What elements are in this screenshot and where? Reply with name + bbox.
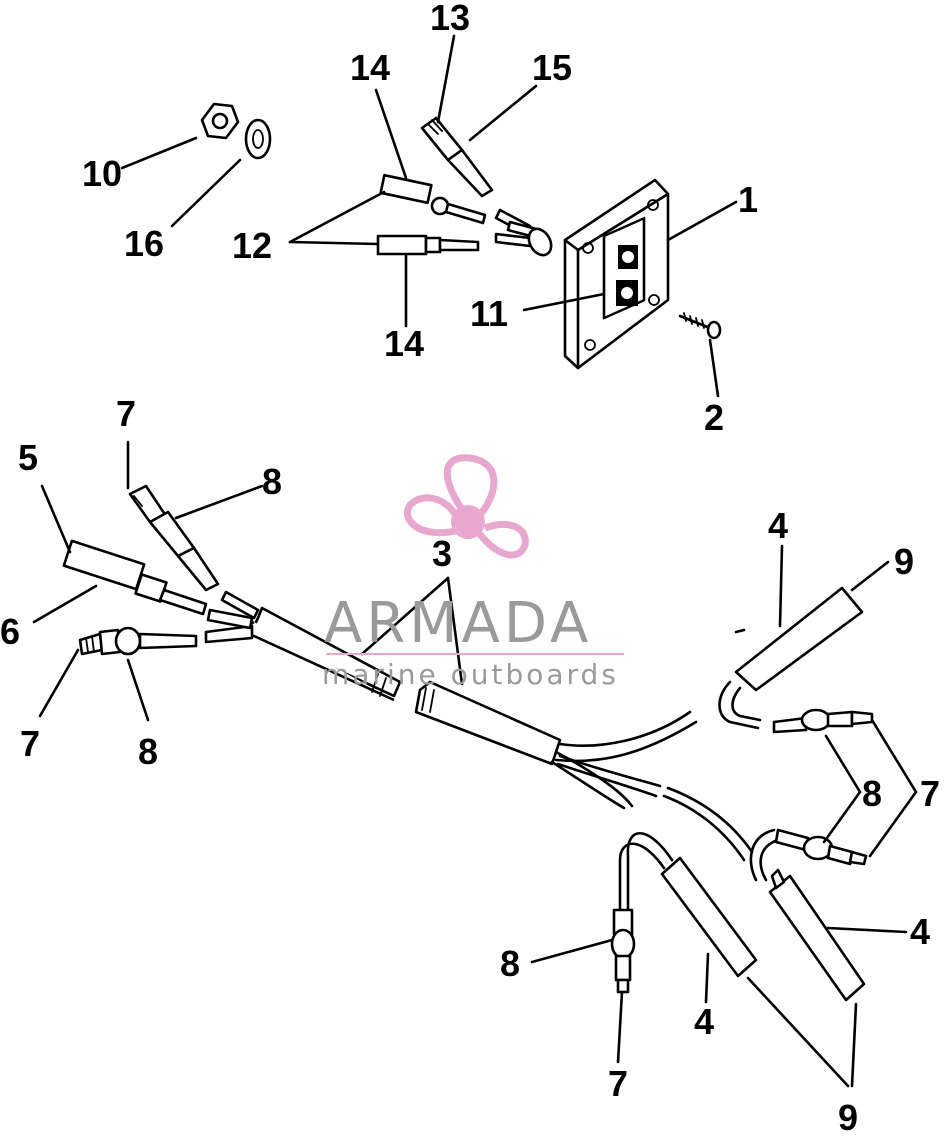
left-wire-stubs xyxy=(204,590,260,644)
plug-connector-13 xyxy=(420,116,494,198)
callout-4-bottom: 4 xyxy=(694,1001,714,1042)
connector-upper-14 xyxy=(379,173,487,225)
callout-14-bottom: 14 xyxy=(384,323,424,364)
callout-1: 1 xyxy=(738,179,758,220)
callout-8-bottom: 8 xyxy=(500,943,520,984)
callout-7-bottom: 7 xyxy=(608,1063,628,1104)
propeller-logo-icon xyxy=(404,454,529,559)
callout-4-top: 4 xyxy=(768,505,788,546)
washer xyxy=(244,118,272,160)
wire-stubs xyxy=(494,208,553,257)
callout-7-upper-left: 7 xyxy=(116,393,136,434)
sleeve-bottom-middle xyxy=(618,831,758,978)
connector-5 xyxy=(62,539,208,616)
screw xyxy=(678,312,722,340)
watermark-title: ARMADA xyxy=(324,591,592,656)
callout-5: 5 xyxy=(18,437,38,478)
callout-12: 12 xyxy=(232,225,272,266)
connector-lower-14 xyxy=(376,234,480,256)
branch-wires xyxy=(550,710,754,862)
callout-14-top: 14 xyxy=(350,47,390,88)
callout-8-upper-left: 8 xyxy=(262,461,282,502)
callout-9-bottom: 9 xyxy=(838,1097,858,1137)
sleeve-right-top xyxy=(718,586,864,730)
plug-connector-lower-left xyxy=(78,626,198,656)
callout-9-top: 9 xyxy=(894,541,914,582)
plug-connector-right-lower xyxy=(749,828,868,882)
callout-15: 15 xyxy=(532,47,572,88)
callout-8-lower-left: 8 xyxy=(138,731,158,772)
sleeve-bottom-right xyxy=(768,868,866,1002)
switch-plate xyxy=(563,178,670,370)
callout-8-right: 8 xyxy=(862,773,882,814)
callout-6: 6 xyxy=(0,611,20,652)
harness-right-tube xyxy=(414,680,562,766)
callout-7-right: 7 xyxy=(920,773,940,814)
plug-connector-right-upper xyxy=(772,708,874,734)
callout-7-lower-left: 7 xyxy=(20,723,40,764)
callout-13: 13 xyxy=(430,0,470,38)
callout-3: 3 xyxy=(432,533,452,574)
callout-11: 11 xyxy=(470,293,508,334)
callout-10: 10 xyxy=(82,153,122,194)
watermark-subtitle: marine outboards xyxy=(322,658,619,691)
callout-16: 16 xyxy=(124,223,164,264)
plug-connector-bottom xyxy=(610,908,636,994)
callout-4-right: 4 xyxy=(910,911,930,952)
nut xyxy=(200,102,240,140)
callout-2: 2 xyxy=(704,397,724,438)
leader-lines xyxy=(32,34,918,1088)
plug-connector-upper-left xyxy=(128,484,220,592)
